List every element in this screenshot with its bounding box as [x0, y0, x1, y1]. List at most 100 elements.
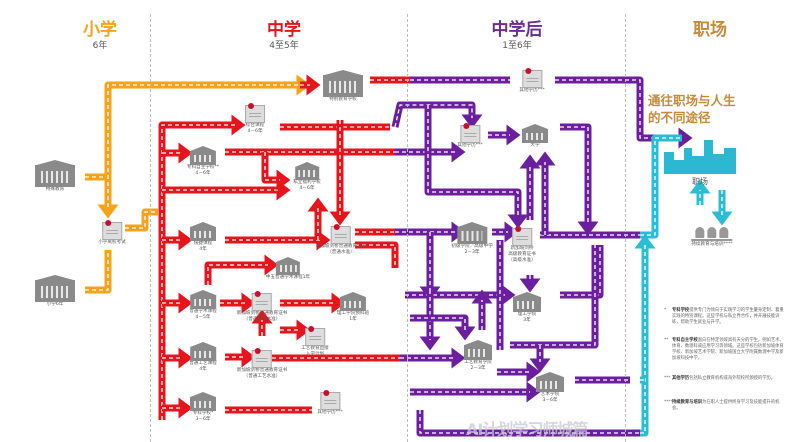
node-na-cert: 新加坡剑桥普通教育证书（普通学术水准）	[236, 291, 288, 323]
stage-title: 职场	[693, 20, 727, 40]
node-label: 持续教育与培训****	[691, 242, 733, 247]
node-university: 大学	[522, 124, 548, 149]
node-a-level: 新加坡剑桥高级教育证书（高级水准）	[508, 226, 536, 264]
node-psle: 小学离校考试	[98, 220, 126, 246]
node-label: 大学	[530, 143, 540, 148]
certificate-icon	[251, 348, 272, 368]
stage-duration: 1至6年	[502, 41, 532, 51]
footnote-mark: *	[664, 308, 667, 313]
pathway-road	[355, 241, 399, 268]
node-label: 4－6年	[247, 129, 263, 134]
node-label: 4年	[199, 247, 207, 252]
node-label: 艺术学院	[540, 392, 560, 397]
tagline: 通往职场与人生的不同途径	[648, 92, 736, 126]
pathway-road	[560, 123, 599, 236]
footnote-title: 其他学历	[672, 376, 690, 381]
node-label: 新加坡剑桥普通教育证书	[236, 311, 288, 316]
footnote-title: 持续教育与培训	[672, 400, 703, 405]
stage-duration: 6年	[92, 41, 108, 51]
school-building-icon	[35, 165, 75, 187]
certificate-icon	[460, 123, 480, 143]
certificate-icon	[522, 68, 542, 88]
node-label: 专科自主学校**	[186, 165, 220, 170]
people-icon	[691, 227, 732, 238]
node-label: （高级水准）	[508, 258, 536, 263]
stage-divider	[150, 14, 151, 442]
node-other-mid: 其他学历***	[457, 123, 483, 149]
node-label: 4－6年	[195, 171, 211, 176]
footnote-mark: **	[664, 338, 669, 343]
node-cet: 持续教育与培训****	[691, 227, 733, 248]
node-label: 其他学历***	[317, 410, 343, 415]
pathway-road	[391, 101, 483, 129]
school-building-icon	[323, 75, 363, 97]
pathway-road	[634, 234, 656, 437]
school-building-icon	[190, 397, 216, 411]
footnote-mark: ****	[664, 400, 673, 405]
certificate-icon	[101, 220, 122, 240]
certificate-icon	[245, 103, 265, 123]
node-label: 专科学校*	[192, 411, 214, 416]
pathway-road	[560, 245, 604, 299]
node-label: 普通工艺课程	[189, 361, 217, 366]
school-building-icon	[464, 345, 492, 360]
certificate-icon	[511, 226, 532, 246]
stage-title: 中学	[267, 20, 301, 40]
node-label: （普通学术水准）	[243, 317, 281, 322]
pathway-road	[125, 208, 158, 232]
stage-divider	[407, 14, 408, 442]
node-other-sec: 其他学历***	[317, 390, 343, 416]
watermark: AI计划学习师城篇	[466, 420, 588, 439]
node-label: 小学6年	[46, 302, 64, 307]
footnote: ****持续教育与培训为在职人士提供终身学习及技能提升的机会。	[664, 400, 787, 412]
node-special-school: 特别教育学校	[323, 70, 363, 103]
node-label: 工艺教育学院	[464, 360, 492, 365]
footnote-text: 面向在特定领域具有天分的学生，例如艺术、体育、数理科或应用学习等领域。这些学校包…	[672, 338, 784, 361]
node-label: （普通工艺水准）	[243, 374, 281, 379]
footnote-title: 专科学校	[672, 308, 690, 313]
node-specialised-indep: 专科自主学校**4－6年	[187, 146, 219, 177]
node-label: 4－6年	[299, 186, 315, 191]
certificate-icon	[251, 291, 272, 311]
tagline-line: 通往职场与人生	[648, 93, 736, 108]
node-label: 新加坡剑桥普通教育证书	[236, 368, 288, 373]
stage-duration: 4至5年	[269, 41, 299, 51]
pathway-road	[204, 254, 279, 285]
node-label: 小学离校考试	[98, 240, 126, 245]
stage-title: 中学后	[491, 20, 543, 40]
node-label: 普通学术课程	[189, 309, 217, 314]
node-o-level: 新加坡剑桥普通教育证书（普通水准）	[316, 224, 366, 256]
footnote: *专科学校提供专门为倾向于实践学习的学生量身定制、着重实践的特别课程。这些学校与…	[664, 308, 787, 326]
node-nt-cert: 新加坡剑桥普通教育证书（普通工艺水准）	[236, 348, 288, 380]
node-label: 综合课程	[245, 123, 265, 128]
node-label: 其他学历***	[457, 143, 483, 148]
node-label: 新加坡剑桥	[510, 246, 534, 251]
school-building-icon	[513, 297, 541, 312]
node-label: 3年	[523, 318, 531, 323]
node-label: 2－3年	[464, 250, 480, 255]
node-label: 特殊教育	[45, 187, 65, 192]
node-label: 理工学院预科班	[336, 311, 370, 316]
node-label: 入学计划	[305, 352, 325, 357]
node-label: 初级学院／高级中学	[451, 244, 493, 249]
school-building-icon	[189, 151, 216, 165]
school-building-icon	[189, 295, 216, 309]
pathway-road	[158, 114, 246, 420]
pathway-road	[104, 74, 311, 200]
footnote-text: 包括私立教育机构或海外院校所颁授的学历。	[689, 376, 776, 381]
node-label: 中五普通学术课程1年	[265, 275, 311, 280]
certificate-icon	[330, 224, 351, 244]
stage-title: 小学	[83, 20, 117, 40]
node-label: 2－3年	[470, 366, 486, 371]
footnote-text: 为在职人士提供终身学习及技能提升的机会。	[672, 400, 780, 411]
